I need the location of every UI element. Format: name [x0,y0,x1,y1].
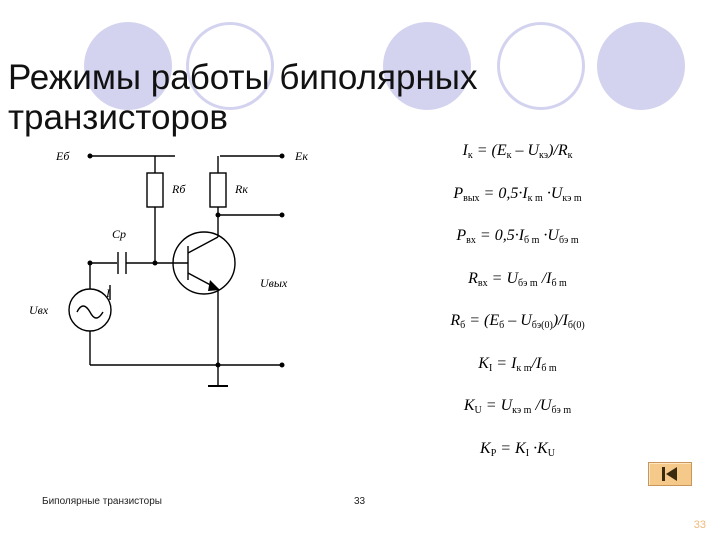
slide-number: 33 [693,519,706,531]
label-i: I [105,286,111,300]
formula-part: /I [531,354,542,372]
formula-part: K [480,439,491,457]
formula-part: P [453,184,464,202]
label-rk: Rк [234,182,248,196]
formula-part: – U [511,142,540,159]
label-uvx: Uвх [29,303,49,317]
formula-part: P [456,227,467,244]
formula-part: K [463,397,475,414]
decorative-ring [186,22,274,110]
slide-title: Режимы работы биполярных транзисторов [8,58,478,137]
footer-page-number: 33 [354,496,366,507]
decorative-ring [497,22,585,110]
formula-part: = K [496,439,526,457]
formula-part: I [462,142,468,159]
formula-part: )/I [552,312,568,329]
formula-part: бэ m [558,235,579,246]
formula-part: б m [524,235,540,246]
skip-back-icon [662,467,677,481]
formula-part: = U [481,397,513,414]
formula-part: кэ m [562,192,582,204]
formula-part: U [474,405,482,416]
label-eb: Eб [55,149,70,163]
formula-row: KP = KI ·KU [395,436,640,479]
formula-part: к [506,150,512,161]
formula-part: б [460,320,466,331]
formula-part: кэ m [512,405,532,416]
formula-part: б m [551,277,567,289]
formula-part: – U [504,312,532,329]
formula-part: I [488,362,493,374]
decorative-circle [383,22,471,110]
formula-part: ·U [539,227,559,244]
formula-part: /I [537,269,552,287]
formula-part: бэ m [518,277,538,289]
formula-part: вх [477,277,488,289]
formula-part: /U [531,397,552,414]
label-rb: Rб [171,182,186,196]
formula-row: Pвых = 0,5·Iк m ·Uкэ m [395,181,640,224]
formula-part: б m [541,362,557,374]
formula-part: бэ m [551,405,572,416]
formula-part: )/R [548,142,568,159]
label-cr: Cр [112,227,126,241]
formula-part: = (E [465,312,500,329]
formula-part: кэ [539,150,549,161]
formula-row: Pвх = 0,5·Iб m ·Uбэ m [395,223,640,266]
formula-part: к [467,150,473,161]
footer-title: Биполярные транзисторы [42,496,162,507]
formula-row: Rб = (Eб – Uбэ(0))/Iб(0) [395,308,640,351]
formula-part: вх [466,235,476,246]
formula-part: бэ(0) [531,320,553,331]
formula-part: ·K [529,439,548,457]
formula-part: K [478,354,489,372]
formula-part: P [490,447,497,459]
formula-part: б [499,320,505,331]
formula-part: ·U [542,184,563,202]
formula-part: = 0,5·I [479,184,528,202]
formula-part: к [567,150,573,161]
formula-row: Iк = (Eк – Uкэ)/Rк [395,138,640,181]
formula-part: вых [463,192,480,204]
formula-part: = 0,5·I [475,227,525,244]
formula-part: R [468,269,478,287]
formula-part: к m [516,362,532,374]
formula-part: б(0) [567,320,585,331]
formula-part: = (E [472,142,507,159]
formula-part: U [547,447,555,459]
formula-part: = I [492,354,517,372]
label-ek: Eк [294,149,308,163]
formula-row: Rвх = Uбэ m /Iб m [395,266,640,309]
decorative-circle [84,22,172,110]
formula-row: KI = Iк m/Iб m [395,351,640,394]
nav-back-button[interactable] [648,462,692,486]
formula-part: к m [527,192,543,204]
formula-part: I [525,447,530,459]
formula-row: KU = Uкэ m /Uбэ m [395,393,640,436]
formula-part: R [450,312,461,329]
circuit-diagram: Eб Eк Rб Rк Cр I Uвх Uвых [29,149,308,387]
formula-part: = U [487,269,519,287]
decorative-circle [597,22,685,110]
label-uvyx: Uвых [260,276,288,290]
